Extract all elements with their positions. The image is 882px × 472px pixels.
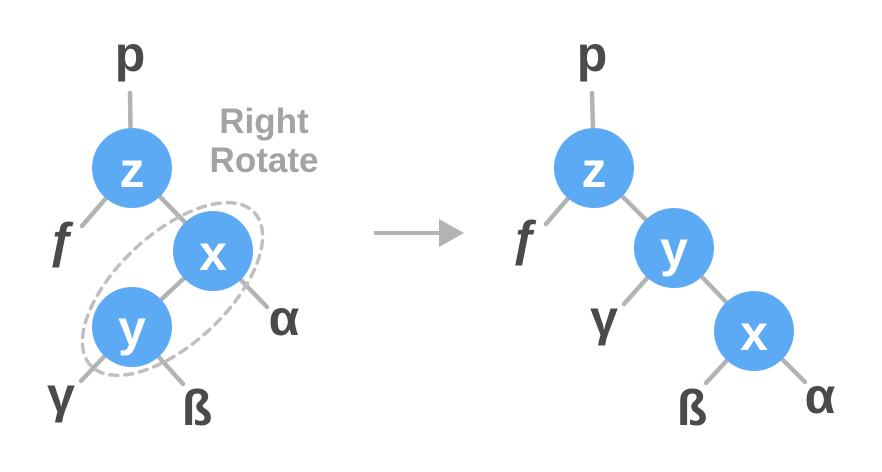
- operation-label-line2: Rotate: [210, 141, 319, 180]
- operation-label-line1: Right: [219, 102, 309, 141]
- subtree-label-beta: ß: [182, 380, 213, 436]
- parent-label-p: p: [115, 26, 146, 82]
- operation-label: Right Rotate: [210, 102, 319, 180]
- transform-arrow: [374, 219, 464, 247]
- subtree-label-gamma: γ: [590, 290, 618, 346]
- node-z-label: z: [120, 142, 145, 198]
- node-y-circle: [634, 208, 714, 288]
- tree-after-rotation: z y x p ƒ γ ß α: [511, 26, 836, 436]
- subtree-label-gamma: γ: [47, 367, 75, 423]
- node-y-label: y: [660, 221, 688, 277]
- subtree-label-f: ƒ: [48, 212, 76, 268]
- rotation-scope-dashed-outline: [80, 200, 265, 378]
- subtree-label-alpha: α: [805, 368, 836, 424]
- subtree-label-beta: ß: [677, 380, 708, 436]
- parent-label-p: p: [577, 26, 608, 82]
- node-y-label: y: [118, 300, 146, 356]
- node-z-circle: [92, 128, 172, 208]
- node-y-circle: [92, 287, 172, 367]
- subtree-label-alpha: α: [269, 290, 300, 346]
- node-z-label: z: [582, 142, 607, 198]
- subtree-label-f: ƒ: [511, 210, 539, 266]
- node-x-label: x: [199, 225, 227, 281]
- node-x-label: x: [740, 305, 768, 361]
- tree-before-rotation: z x y p ƒ α γ ß: [47, 26, 300, 436]
- right-arrow-icon: [439, 219, 464, 247]
- node-x-circle: [714, 291, 794, 371]
- node-x-circle: [173, 211, 253, 291]
- node-z-circle: [554, 128, 634, 208]
